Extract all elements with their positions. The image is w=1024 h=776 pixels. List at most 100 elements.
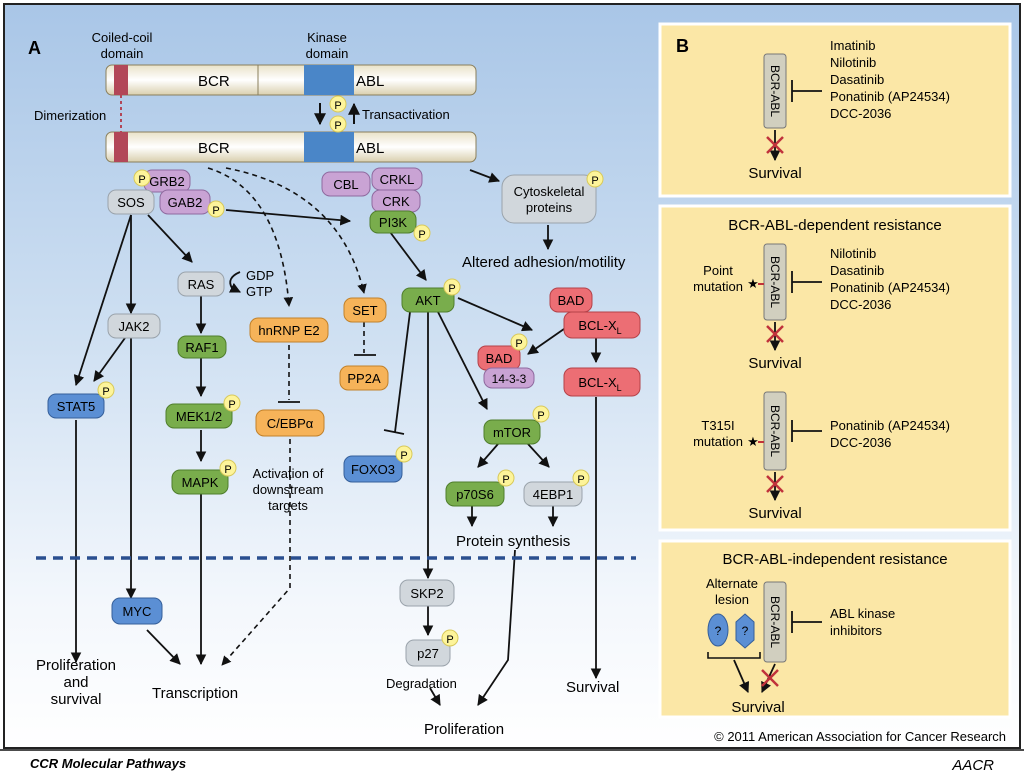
bclxl-sub: L [617,383,622,393]
dashed-edges [207,167,367,666]
phospho-badge: P [223,394,241,412]
svg-text:p27: p27 [417,646,439,661]
svg-text:MAPK: MAPK [182,475,219,490]
block-cross-icon [766,325,784,343]
alt-line: Alternate [706,576,758,591]
alt-line: lesion [715,592,749,607]
svg-text:mTOR: mTOR [493,425,531,440]
bcr-abl-block: BCR-ABL [763,53,787,129]
drug-name: Imatinib [830,38,876,53]
svg-text:BCR-ABL: BCR-ABL [768,65,782,117]
phospho-badge: P [219,459,237,477]
journal-name: CCR Molecular Pathways [30,756,186,771]
block-cross-icon [761,669,779,687]
svg-text:BCR-ABL: BCR-ABL [768,256,782,308]
svg-text:P: P [212,205,219,217]
degradation-label: Degradation [386,676,457,691]
bclxl-sub: L [617,326,622,336]
svg-text:?: ? [742,624,749,638]
svg-text:BAD: BAD [558,293,585,308]
drug-name: DCC-2036 [830,297,891,312]
node-foxo3: FOXO3 [343,455,403,483]
activation-line: targets [268,498,308,513]
edge [457,297,533,332]
survival-label: Survival [748,355,801,372]
drug-name: Dasatinib [830,263,884,278]
svg-text:P: P [537,410,544,422]
coiled-coil-line: domain [101,46,144,61]
node-p27: p27 [405,639,451,667]
cytoskeletal-line: Cytoskeletal [514,184,585,199]
node-p70s6: p70S6 [445,481,505,507]
edge [437,311,488,410]
drug-name: DCC-2036 [830,106,891,121]
edge [146,629,181,665]
proliferation-label: Proliferation [424,721,504,738]
node-stat5: STAT5 [47,393,105,419]
svg-text:RAS: RAS [188,277,215,292]
svg-text:P: P [138,174,145,186]
svg-text:C/EBPα: C/EBPα [267,416,314,431]
drug-name: Nilotinib [830,55,876,70]
gtp-label: GTP [246,284,273,299]
node-4ebp1: 4EBP1 [523,481,583,507]
t315i-line: T315I [701,418,734,433]
survival-label: Survival [748,165,801,182]
survival-label: Survival [731,699,784,716]
t315i-line: mutation [693,434,743,449]
svg-text:SOS: SOS [117,195,145,210]
drug-name: Ponatinib (AP24534) [830,418,950,433]
svg-text:BCL-XL: BCL-XL [578,318,621,336]
block-cross-icon [766,475,784,493]
edge [147,214,193,263]
edge [477,443,499,468]
inhibition-bars [278,311,411,435]
node-mtor: mTOR [483,419,541,445]
bcr-abl-block: BCR-ABL [763,391,787,471]
node-bad-p: BAD [477,345,521,371]
node-bad: BAD [549,287,593,313]
svg-text:AKT: AKT [415,293,440,308]
dimerization-label: Dimerization [34,108,106,123]
transactivation-label: Transactivation [362,107,450,122]
gdp-gtp-cycle [228,271,241,293]
svg-text:P: P [448,283,455,295]
svg-text:CBL: CBL [333,177,358,192]
point-line: Point [703,263,733,278]
protein-synthesis-label: Protein synthesis [456,533,570,550]
bcr-label: BCR [198,73,230,90]
edge [221,430,291,666]
altered-adhesion-label: Altered adhesion/motility [462,254,626,271]
svg-text:P: P [334,120,341,132]
svg-text:SKP2: SKP2 [410,586,443,601]
node-myc: MYC [111,597,163,625]
lesion-icon: ? [707,613,729,647]
abl-label: ABL [356,140,384,157]
bcr-abl-block: BCR-ABL [763,243,787,321]
svg-text:FOXO3: FOXO3 [351,462,395,477]
node-sos: SOS [107,189,155,215]
bcr-abl-bar-bottom: BCR ABL [105,131,477,163]
svg-text:CRKL: CRKL [380,172,415,187]
mutation-star-icon: ★ [747,276,759,291]
drug-name: ABL kinase [830,606,895,621]
svg-text:PI3K: PI3K [379,215,408,230]
svg-text:BAD: BAD [486,351,513,366]
block-cross-icon [766,136,784,154]
panel-a-label: A [28,38,41,58]
box2-drugs-2: Ponatinib (AP24534) DCC-2036 [830,418,950,450]
svg-text:P: P [224,464,231,476]
activation-line: downstream [253,482,324,497]
svg-text:SET: SET [352,303,377,318]
node-crkl: CRKL [371,167,423,191]
aacr-logo: AACR [951,757,994,774]
edge [469,169,501,183]
box2-drugs-1: Nilotinib Dasatinib Ponatinib (AP24534) … [830,246,950,312]
bcr-abl-bar-top: BCR ABL [105,64,477,96]
